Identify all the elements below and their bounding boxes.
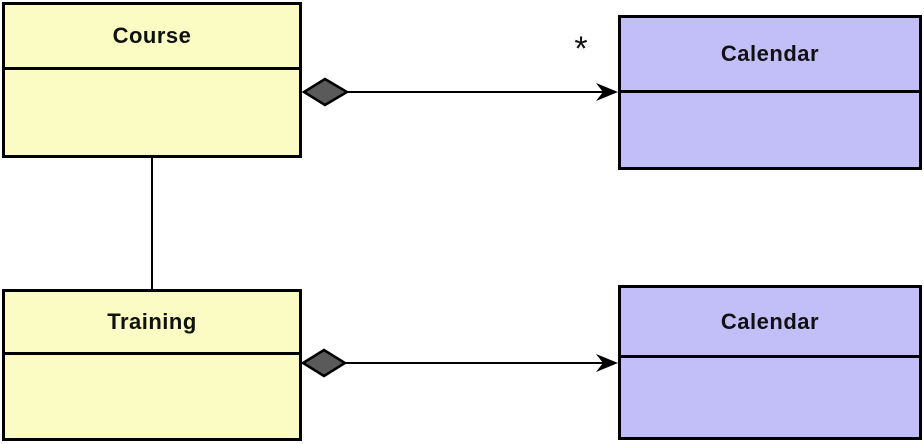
class-training-attributes-compartment bbox=[5, 355, 299, 438]
class-calendar-top-attributes-compartment bbox=[621, 93, 919, 167]
class-calendar-bottom: Calendar bbox=[618, 285, 922, 440]
class-training: Training bbox=[2, 289, 302, 441]
arrowhead-course-calendar-icon bbox=[596, 83, 618, 101]
aggregation-diamond-course-icon bbox=[301, 77, 350, 107]
aggregation-diamond-training-icon bbox=[300, 348, 348, 378]
class-calendar-bottom-title: Calendar bbox=[621, 288, 919, 358]
class-course: Course bbox=[2, 2, 302, 158]
class-calendar-bottom-attributes-compartment bbox=[621, 358, 919, 437]
class-training-title: Training bbox=[5, 292, 299, 355]
class-course-title: Course bbox=[5, 5, 299, 70]
class-course-attributes-compartment bbox=[5, 70, 299, 155]
multiplicity-label-course-calendar: * bbox=[574, 30, 588, 68]
class-calendar-top-title: Calendar bbox=[621, 18, 919, 93]
class-calendar-top: Calendar bbox=[618, 15, 922, 170]
arrowhead-training-calendar-icon bbox=[596, 354, 618, 372]
